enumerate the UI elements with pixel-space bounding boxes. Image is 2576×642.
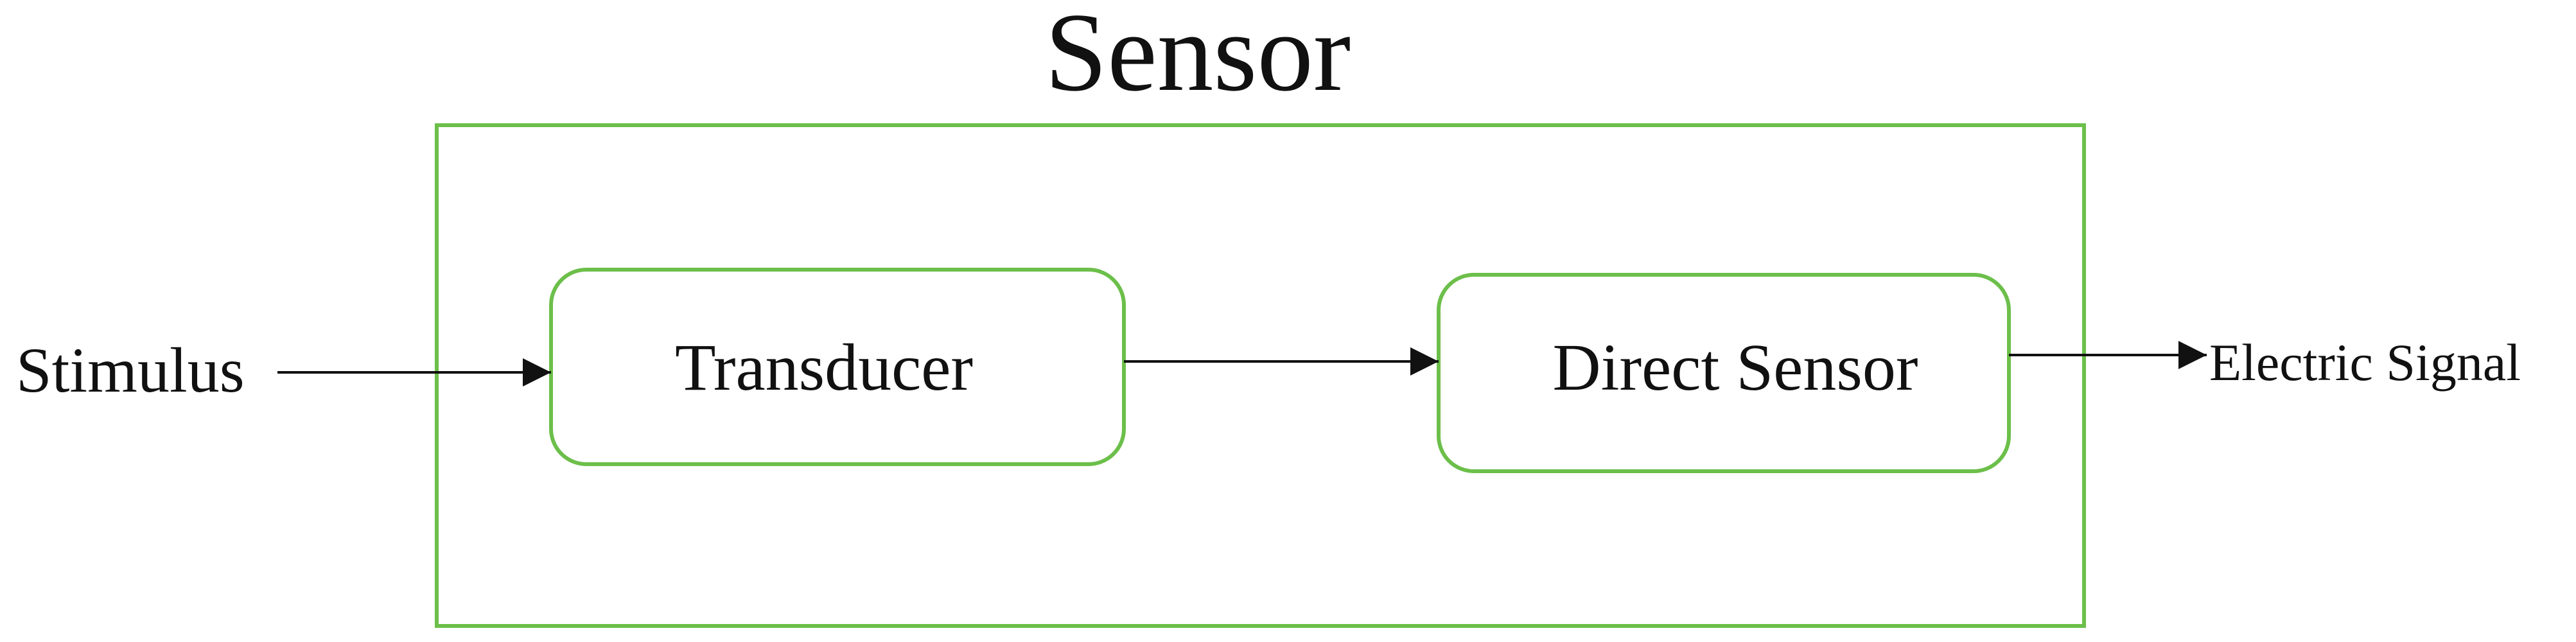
- direct-sensor-block: [1437, 273, 2011, 473]
- diagram-title: Sensor: [1045, 0, 1351, 114]
- electric-signal-label: Electric Signal: [2209, 333, 2521, 392]
- transducer-label: Transducer: [675, 331, 973, 404]
- sensor-boundary: [435, 123, 2086, 628]
- direct-sensor-label: Direct Sensor: [1553, 331, 1918, 404]
- stimulus-label: Stimulus: [16, 334, 245, 406]
- transducer-block: [549, 268, 1126, 466]
